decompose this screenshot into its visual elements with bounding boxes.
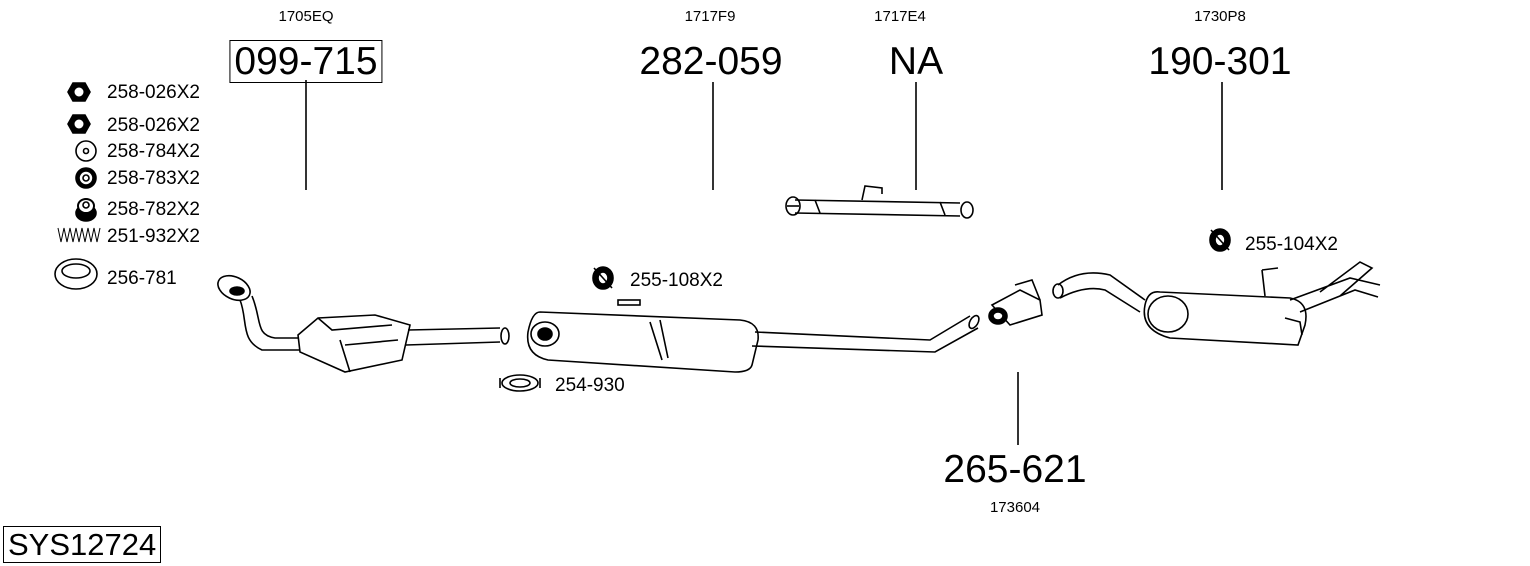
spring-icon bbox=[57, 227, 101, 243]
hex-nut-icon bbox=[67, 114, 91, 134]
rear-muffler-part bbox=[1052, 261, 1381, 346]
part-number-190-301[interactable]: 190-301 bbox=[1148, 40, 1292, 83]
gasket-ring-icon bbox=[54, 258, 98, 290]
part-number-099-715[interactable]: 099-715 bbox=[229, 40, 383, 83]
fitting-label[interactable]: 254-930 bbox=[555, 375, 625, 396]
pipe-connector-part bbox=[988, 279, 1043, 326]
ref-code-1730p8: 1730P8 bbox=[1194, 8, 1246, 25]
catalytic-converter-part bbox=[217, 274, 510, 373]
fitting-label[interactable]: 258-026X2 bbox=[107, 82, 200, 103]
system-id: SYS12724 bbox=[3, 526, 162, 563]
washer-icon bbox=[75, 140, 97, 162]
centre-muffler-part bbox=[526, 299, 980, 373]
part-number-265-621[interactable]: 265-621 bbox=[943, 448, 1087, 491]
fitting-label[interactable]: 258-026X2 bbox=[107, 115, 200, 136]
rubber-mount-icon bbox=[75, 198, 97, 222]
hex-nut-icon bbox=[67, 82, 91, 102]
part-number-282-059[interactable]: 282-059 bbox=[639, 40, 783, 83]
rubber-hanger-icon bbox=[1209, 228, 1231, 252]
fitting-label[interactable]: 255-104X2 bbox=[1245, 234, 1338, 255]
fitting-label[interactable]: 258-782X2 bbox=[107, 199, 200, 220]
fitting-label[interactable]: 251-932X2 bbox=[107, 226, 200, 247]
part-number-na[interactable]: NA bbox=[888, 40, 944, 83]
ref-code-1717e4: 1717E4 bbox=[874, 8, 926, 25]
fitting-label[interactable]: 256-781 bbox=[107, 268, 177, 289]
ref-code-173604: 173604 bbox=[989, 499, 1041, 516]
fitting-label[interactable]: 258-783X2 bbox=[107, 168, 200, 189]
pipe-clamp-icon bbox=[499, 374, 541, 392]
rubber-hanger-icon bbox=[592, 266, 614, 290]
ref-code-1717f9: 1717F9 bbox=[684, 8, 736, 25]
fitting-label[interactable]: 255-108X2 bbox=[630, 270, 723, 291]
ref-code-1705eq: 1705EQ bbox=[278, 8, 334, 25]
fitting-label[interactable]: 258-784X2 bbox=[107, 141, 200, 162]
bushing-icon bbox=[75, 167, 97, 189]
intermediate-pipe-part bbox=[785, 185, 974, 219]
